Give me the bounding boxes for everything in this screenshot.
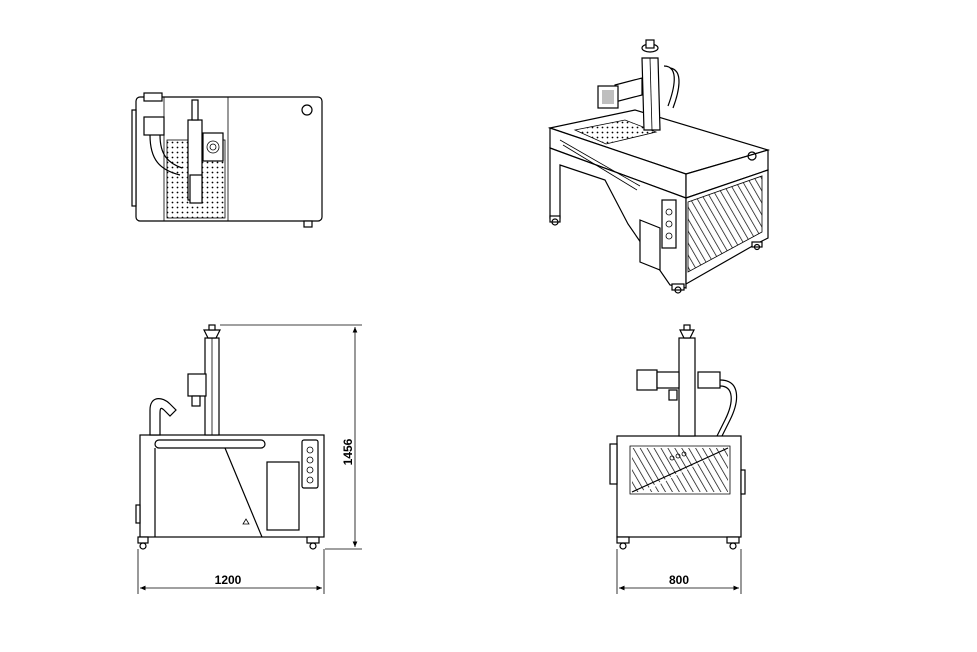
front-view: [135, 324, 325, 550]
dimension-width-side-label: 800: [669, 573, 689, 587]
side-view: [609, 324, 746, 550]
isometric-view: [547, 39, 771, 294]
dimension-width-side: 800: [616, 549, 742, 594]
top-view: [131, 92, 323, 228]
dimension-height-label: 1456: [341, 438, 355, 465]
dimension-width-front-label: 1200: [215, 573, 242, 587]
dimension-width-front: 1200: [137, 549, 325, 594]
dimension-height: 1456: [220, 324, 362, 550]
